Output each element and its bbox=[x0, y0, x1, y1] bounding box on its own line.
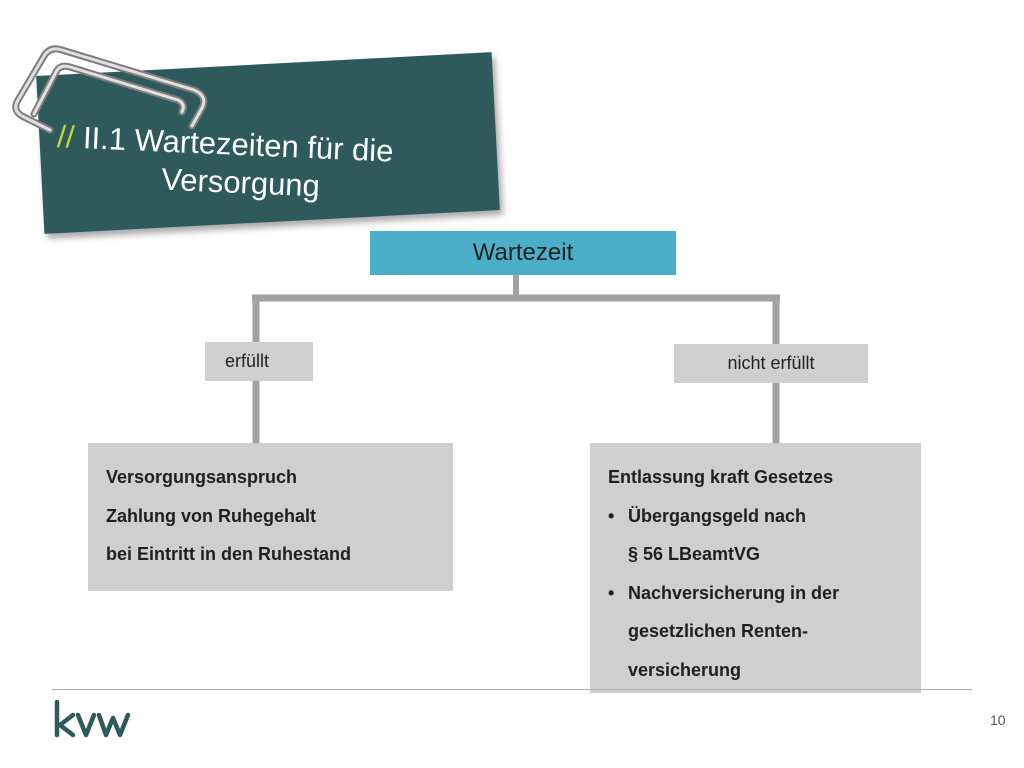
outcome-right-heading: Entlassung kraft Gesetzes bbox=[608, 467, 834, 487]
outcome-left-line-1: Versorgungsanspruch bbox=[106, 467, 298, 487]
bullet-1-symbol: • bbox=[608, 505, 615, 526]
bullet-item-1: • Übergangsgeld nach bbox=[608, 497, 921, 536]
bullet-1-line-2: § 56 LBeamtVG bbox=[628, 544, 761, 564]
bullet-2-line-2: gesetzlichen Renten- bbox=[628, 621, 809, 641]
branch-label-right-text: nicht erfüllt bbox=[727, 353, 815, 373]
outcome-left-line-2: Zahlung von Ruhegehalt bbox=[106, 505, 316, 526]
page-number: 10 bbox=[990, 712, 1006, 728]
branch-label-right: nicht erfüllt bbox=[674, 344, 868, 383]
outcome-box-right: Entlassung kraft Gesetzes • Übergangsgel… bbox=[590, 443, 921, 693]
bullet-item-2: • Nachversicherung in der bbox=[608, 574, 921, 613]
footer-divider bbox=[52, 689, 972, 690]
paperclip-icon bbox=[12, 45, 208, 134]
bullet-2-line-3: versicherung bbox=[628, 659, 742, 680]
kvw-logo bbox=[54, 700, 131, 738]
bullet-2-symbol: • bbox=[608, 582, 615, 603]
outcome-left-line-3: bei Eintritt in den Ruhestand bbox=[106, 544, 352, 564]
bullet-1-line-1: Übergangsgeld nach bbox=[628, 505, 807, 526]
outcome-box-left: Versorgungsanspruch Zahlung von Ruhegeha… bbox=[88, 443, 453, 591]
branch-label-left: erfüllt bbox=[205, 342, 313, 381]
bullet-2-line-1: Nachversicherung in der bbox=[628, 582, 840, 603]
branch-label-left-text: erfüllt bbox=[225, 351, 270, 371]
root-node-wartezeit: Wartezeit bbox=[370, 231, 676, 275]
